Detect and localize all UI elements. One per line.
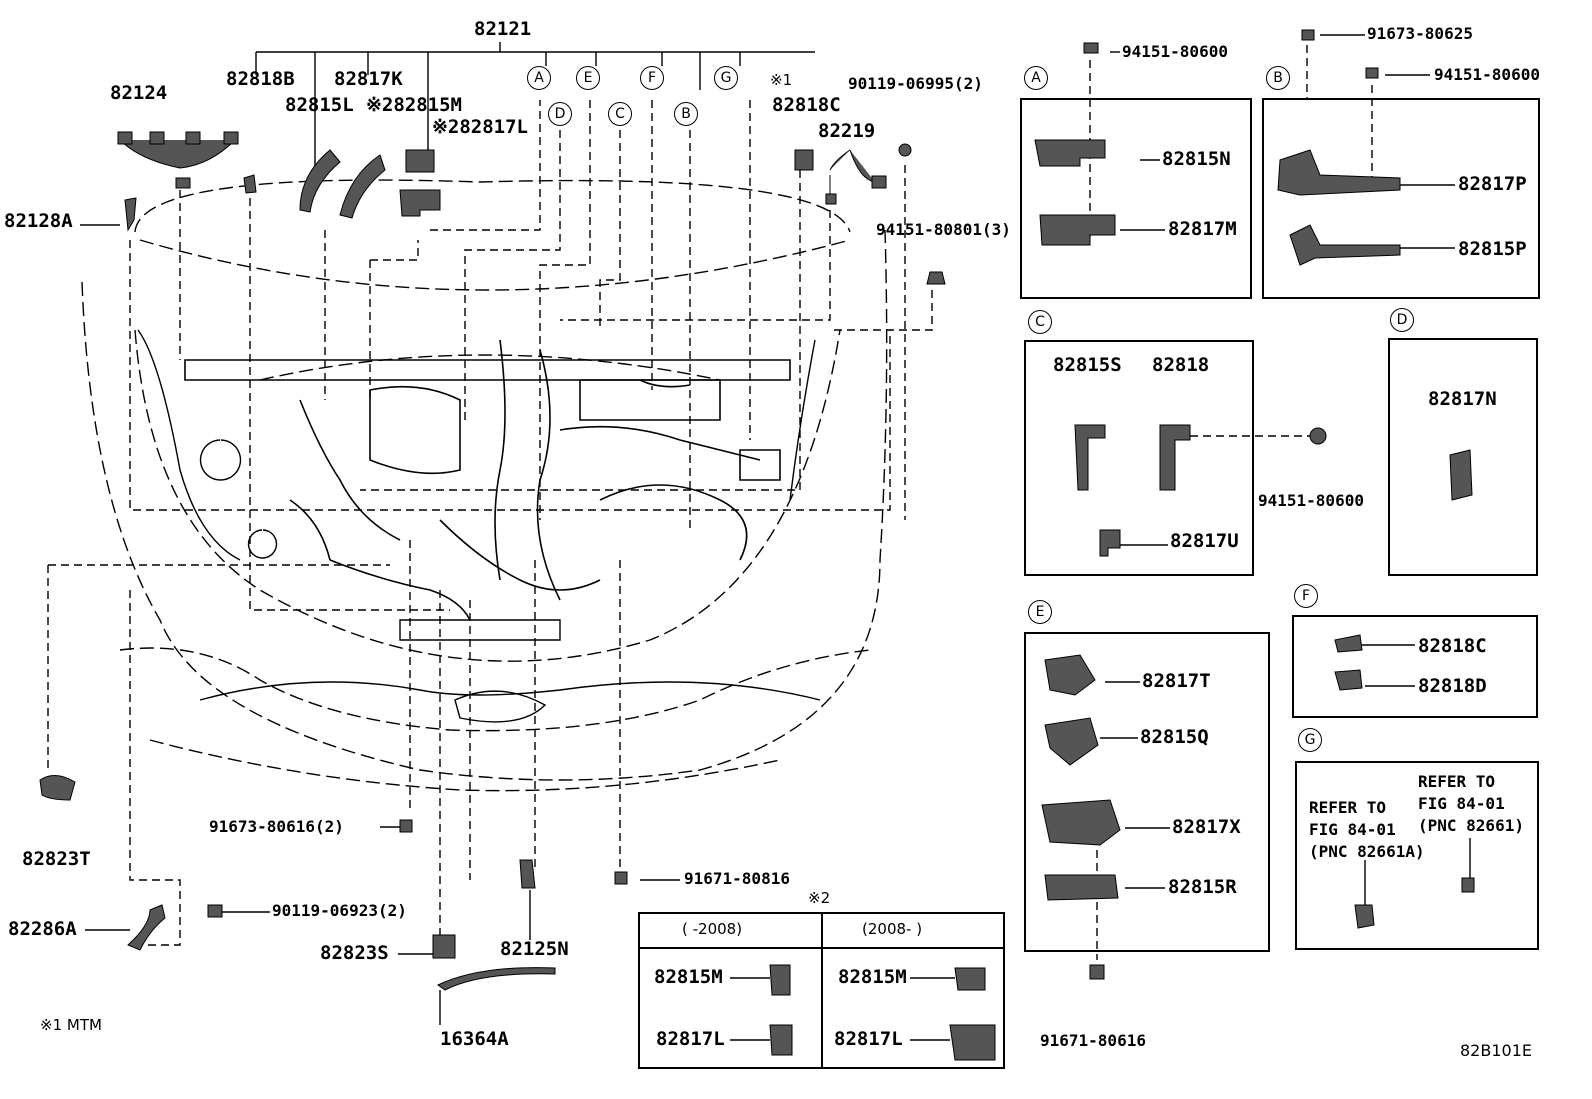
detail-E-box (1024, 632, 1270, 952)
part-label-82823S: 82823S (320, 942, 389, 964)
part-label-82818C: 82818C (772, 94, 841, 116)
detail-tag-E: E (1028, 600, 1052, 624)
part-label-82121: 82121 (474, 18, 532, 40)
detail-B-part-82817P: 82817P (1458, 173, 1527, 195)
detail-B-fastener-2: 94151-80600 (1434, 65, 1540, 84)
detail-G-ref2-line1: REFER TO (1418, 772, 1496, 791)
detail-A-part-82815N: 82815N (1162, 148, 1231, 170)
callout-B: B (674, 102, 698, 126)
part-label-16364A: 16364A (440, 1028, 509, 1050)
part-label-82125N: 82125N (500, 938, 569, 960)
detail-F-box (1292, 615, 1538, 718)
detail-G-ref2-line2: FIG 84-01 (1418, 794, 1505, 813)
detail-B-fastener-1: 91673-80625 (1367, 24, 1473, 43)
detail-tag-A: A (1024, 66, 1048, 90)
detail-F-part-82818D: 82818D (1418, 675, 1487, 697)
detail-tag-D: D (1390, 308, 1414, 332)
engine-harness-illustration (184, 339, 791, 621)
part-leader-lines (47, 45, 1373, 960)
part-label-94151-80801: 94151-80801(3) (876, 220, 1011, 239)
note2-col-header-2: (2008- ) (862, 920, 923, 938)
part-label-90119-06923: 90119-06923(2) (272, 901, 407, 920)
detail-D-box (1388, 338, 1538, 576)
detail-C-box (1024, 340, 1254, 576)
mtm-note-mark: ※1 (770, 71, 793, 89)
part-label-82124: 82124 (110, 82, 168, 104)
detail-G-ref1-line2: FIG 84-01 (1309, 820, 1396, 839)
part-label-82817L: ※282817L (432, 116, 528, 138)
detail-B-box (1262, 98, 1540, 299)
detail-tag-F: F (1294, 584, 1318, 608)
detail-G-ref1-line1: REFER TO (1309, 798, 1387, 817)
part-label-82823T: 82823T (22, 848, 91, 870)
detail-tag-B: B (1266, 66, 1290, 90)
detail-tag-G: G (1298, 728, 1322, 752)
note2-row1-left: 82815M (654, 966, 723, 988)
body-solid-lines (137, 329, 821, 723)
callout-E: E (576, 66, 600, 90)
detail-E-part-82815R: 82815R (1168, 876, 1237, 898)
part-label-91673-80616: 91673-80616(2) (209, 817, 344, 836)
figure-code: 82B101E (1460, 1041, 1532, 1060)
note2-row2-left: 82817L (656, 1028, 725, 1050)
detail-D-part-82817N: 82817N (1428, 388, 1497, 410)
footnote-mtm: ※1 MTM (40, 1016, 102, 1034)
detail-E-part-82815Q: 82815Q (1140, 726, 1209, 748)
part-label-82128A: 82128A (4, 210, 73, 232)
detail-tag-C: C (1028, 310, 1052, 334)
note2-mark: ※2 (808, 889, 831, 907)
car-body-outline (81, 179, 888, 792)
detail-C-fastener: 94151-80600 (1258, 491, 1364, 510)
detail-C-part-82815S: 82815S (1053, 354, 1122, 376)
detail-G-ref1-line3: (PNC 82661A) (1309, 842, 1425, 861)
callout-C: C (608, 102, 632, 126)
note2-row1-right: 82815M (838, 966, 907, 988)
part-glyphs (39, 29, 1475, 1061)
part-label-82817K: 82817K (334, 68, 403, 90)
detail-E-part-82817X: 82817X (1172, 816, 1241, 838)
note2-col-header-1: ( -2008) (682, 920, 743, 938)
detail-C-part-82817U: 82817U (1170, 530, 1239, 552)
note2-row2-right: 82817L (834, 1028, 903, 1050)
note2-table-grid (638, 912, 1005, 1069)
callout-F: F (640, 66, 664, 90)
callout-D: D (548, 102, 572, 126)
part-label-82815L: 82815L (285, 94, 354, 116)
label-leaders (80, 34, 1471, 1041)
82121-leader-group (255, 42, 815, 190)
part-label-82286A: 82286A (8, 918, 77, 940)
callout-G: G (714, 66, 738, 90)
part-label-82219: 82219 (818, 120, 876, 142)
part-label-91671-80816: 91671-80816 (684, 869, 790, 888)
part-label-82818B: 82818B (226, 68, 295, 90)
part-label-82815M: ※282815M (366, 94, 462, 116)
callout-A: A (527, 66, 551, 90)
detail-C-part-82818: 82818 (1152, 354, 1210, 376)
detail-A-fastener: 94151-80600 (1122, 42, 1228, 61)
part-label-90119-06995: 90119-06995(2) (848, 74, 983, 93)
detail-F-part-82818C: 82818C (1418, 635, 1487, 657)
detail-E-fastener: 91671-80616 (1040, 1031, 1146, 1050)
detail-E-part-82817T: 82817T (1142, 670, 1211, 692)
detail-G-ref2-line3: (PNC 82661) (1418, 816, 1524, 835)
detail-B-part-82815P: 82815P (1458, 238, 1527, 260)
detail-G-box (1295, 761, 1539, 950)
detail-A-box (1020, 98, 1252, 299)
detail-A-part-82817M: 82817M (1168, 218, 1237, 240)
